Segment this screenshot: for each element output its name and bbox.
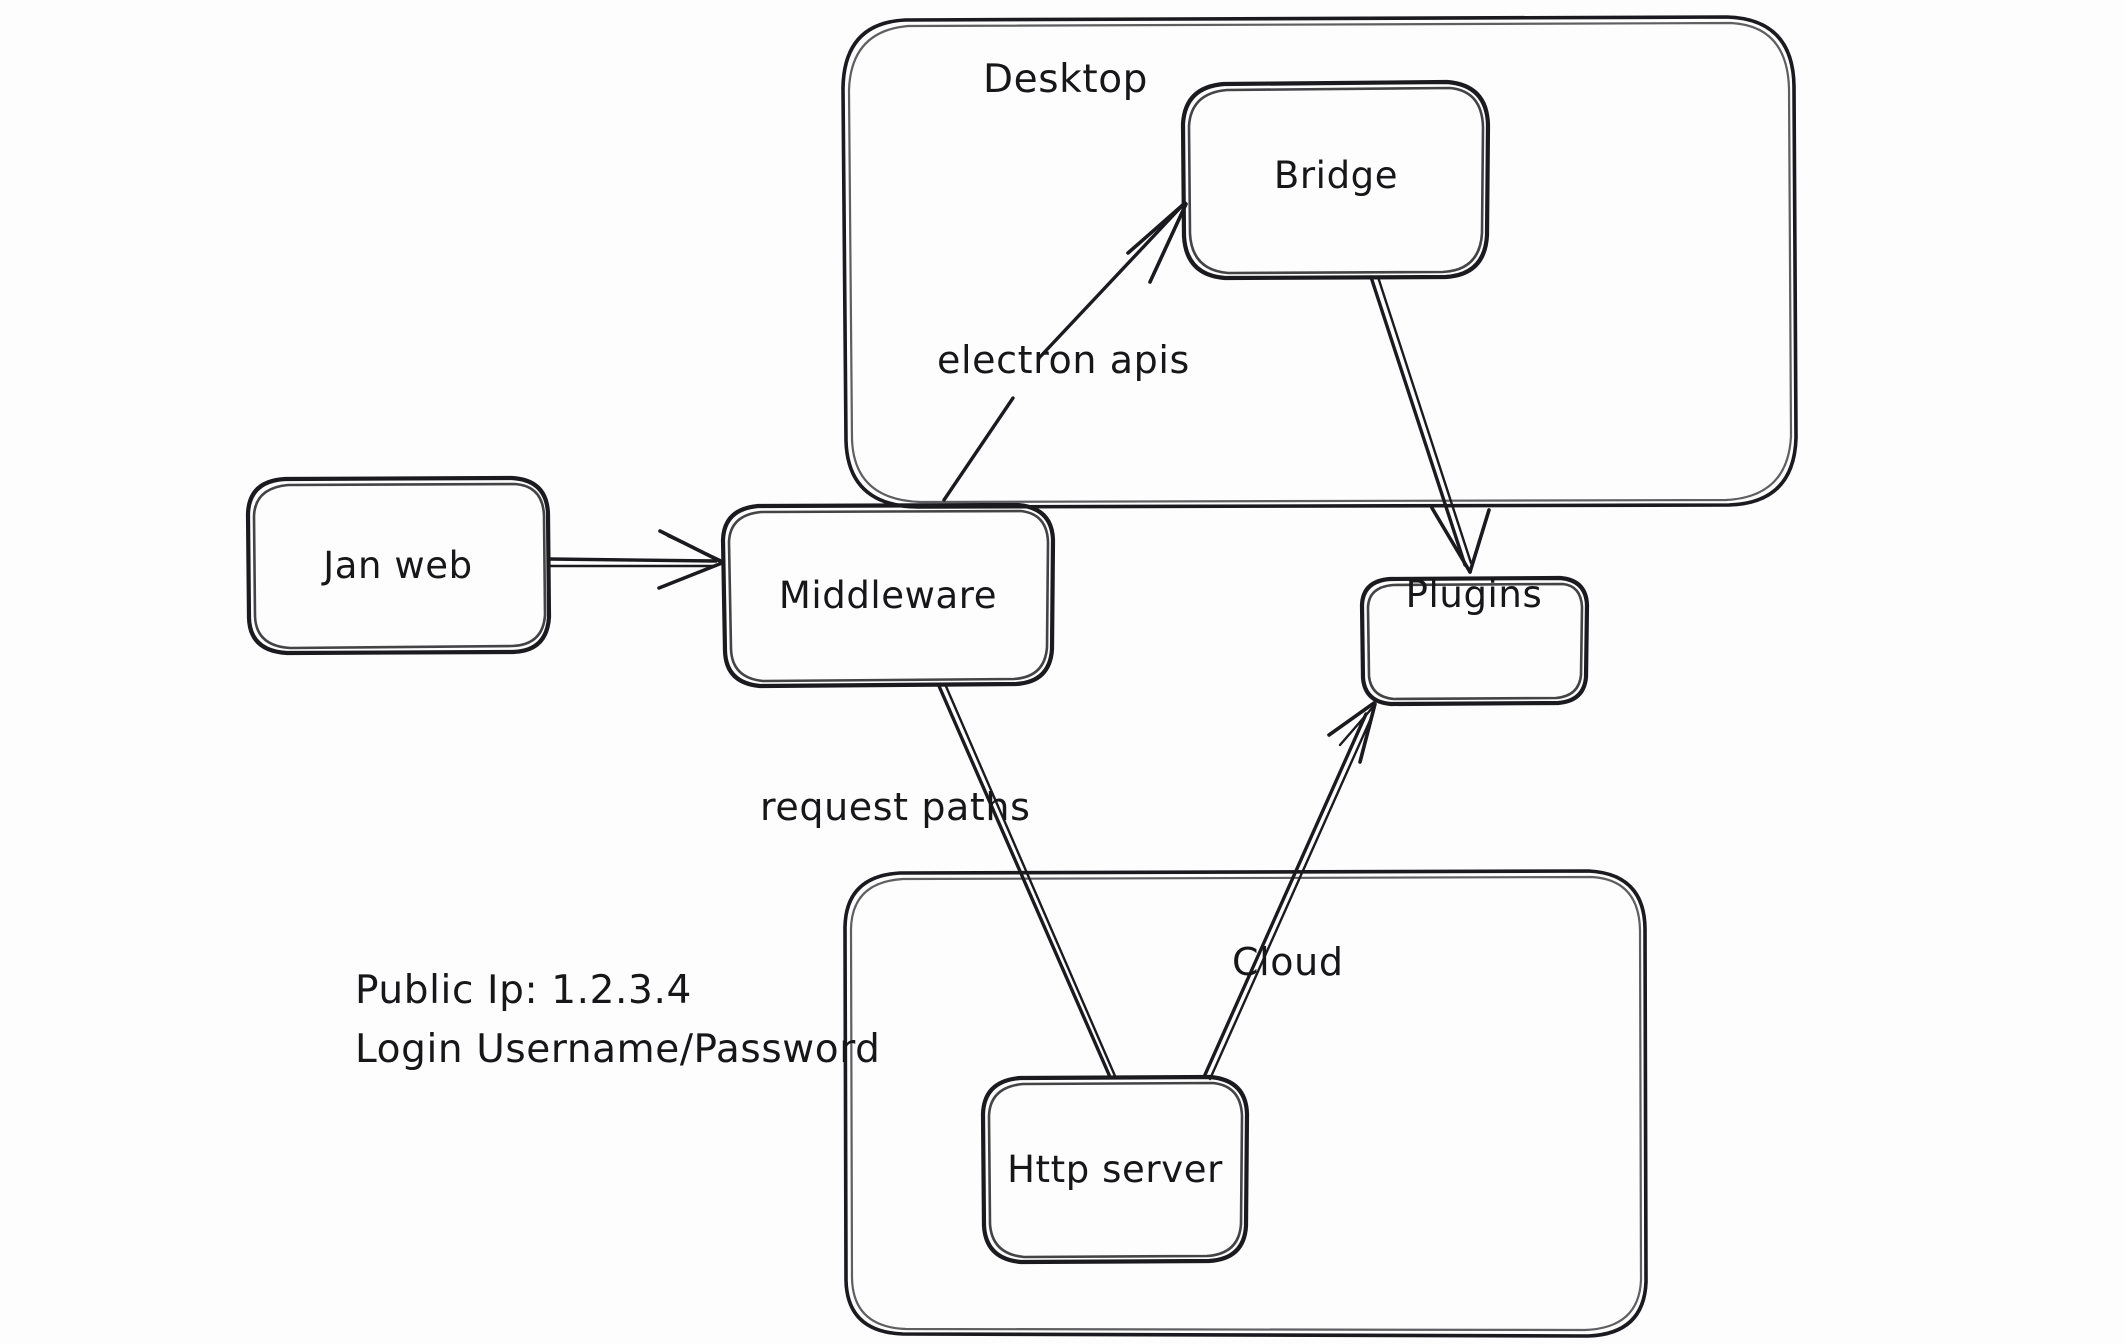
http-server-box-border-ghost	[987, 1081, 1244, 1259]
edge-httpserver-to-plugins: Cloud	[1202, 701, 1377, 1081]
arrowhead-left	[1327, 701, 1376, 737]
arrowhead-right	[1148, 202, 1188, 284]
edge-line-ghost	[943, 682, 1117, 1078]
edge-middleware-to-bridge: electron apis	[937, 201, 1190, 502]
cloud-container-border-ghost	[849, 875, 1643, 1332]
edge-line-upper-segment	[1037, 206, 1182, 360]
edge-line	[1202, 712, 1368, 1079]
edge-label-cloud: Cloud	[1232, 940, 1344, 984]
arrowhead-left	[1126, 201, 1187, 255]
arrowhead-left	[1430, 506, 1472, 574]
edge-line-ghost	[1376, 275, 1473, 565]
node-middleware[interactable]: Middleware	[720, 502, 1056, 689]
plugins-box-border-ghost	[1366, 582, 1584, 701]
middleware-label: Middleware	[779, 574, 997, 617]
edge-line-ghost	[1208, 714, 1374, 1081]
edge-line	[547, 557, 718, 563]
http-server-box-border	[980, 1074, 1250, 1265]
edge-bridge-to-plugins	[1369, 275, 1491, 574]
group-label-desktop: Desktop	[983, 57, 1148, 102]
plugins-box-border	[1359, 575, 1590, 707]
note-public-ip: Public Ip: 1.2.3.4	[355, 968, 692, 1013]
desktop-container-border	[841, 15, 1798, 509]
arrowhead-right	[1468, 508, 1491, 574]
arrowhead-upper-ghost	[666, 534, 722, 562]
jan-web-box-border	[245, 475, 552, 656]
edge-line	[1369, 275, 1467, 567]
bridge-box-border	[1180, 79, 1491, 281]
arrowhead-lower	[657, 561, 724, 590]
group-desktop: Desktop	[841, 15, 1798, 509]
node-http-server[interactable]: Http server	[980, 1074, 1250, 1265]
node-jan-web[interactable]: Jan web	[245, 475, 552, 656]
node-bridge[interactable]: Bridge	[1180, 79, 1491, 281]
jan-web-box-border-ghost	[252, 482, 547, 650]
node-plugins[interactable]: Plugins	[1359, 573, 1590, 707]
http-server-label: Http server	[1007, 1148, 1223, 1191]
notes-block: Public Ip: 1.2.3.4 Login Username/Passwo…	[355, 968, 881, 1072]
edge-line-lower-segment	[942, 396, 1015, 502]
edge-label-request-paths: request paths	[760, 785, 1031, 829]
plugins-label: Plugins	[1406, 573, 1543, 616]
arrowhead-right	[1358, 702, 1377, 764]
cloud-container-border	[843, 869, 1648, 1338]
edge-label-electron-apis: electron apis	[937, 338, 1190, 382]
middleware-box-border-ghost	[727, 509, 1050, 683]
middleware-box-border	[720, 502, 1056, 689]
bridge-label: Bridge	[1274, 154, 1398, 197]
bridge-box-border-ghost	[1187, 86, 1485, 275]
desktop-container-border-ghost	[847, 21, 1793, 504]
edge-line	[937, 684, 1112, 1079]
jan-web-label: Jan web	[321, 544, 473, 587]
edge-janweb-to-middleware	[547, 529, 724, 590]
group-cloud	[843, 869, 1648, 1338]
note-login-credentials: Login Username/Password	[355, 1027, 881, 1072]
arrowhead-mid-ghost	[1338, 705, 1375, 747]
edge-middleware-to-httpserver: request paths	[760, 682, 1117, 1079]
